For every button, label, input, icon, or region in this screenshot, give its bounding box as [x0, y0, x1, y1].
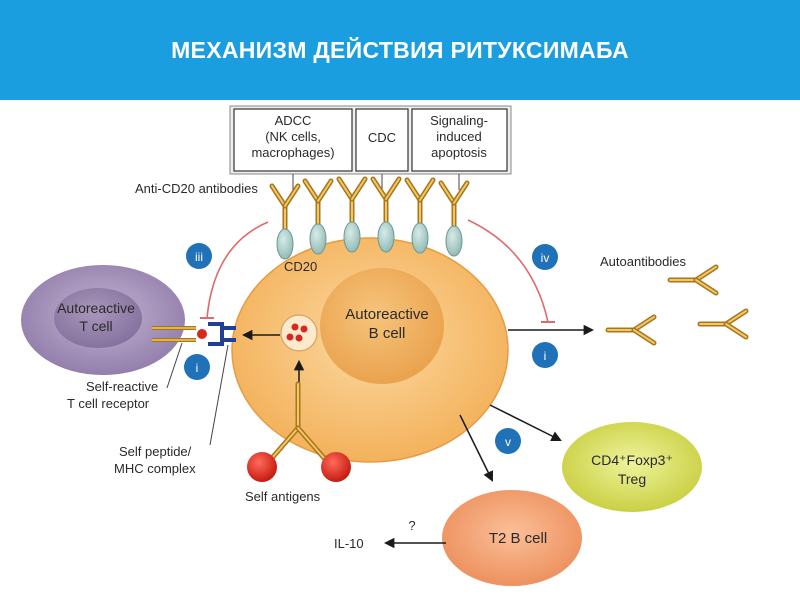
treg-arrow: [489, 404, 562, 441]
secreted-autoantibodies: [608, 267, 746, 343]
anti-cd20-antibodies: [272, 179, 467, 232]
inhibition-arc-iii: [206, 221, 269, 319]
cd20-molecules: [276, 221, 463, 260]
t-cell-label-line1: Autoreactive: [57, 300, 135, 316]
self-antigen-right: [321, 452, 351, 482]
antigen-particle: [295, 334, 303, 342]
apoptosis-box: [411, 108, 508, 172]
il10-question: ?: [408, 518, 415, 533]
marker-iii-label: iii: [195, 250, 203, 264]
t2-b-cell: [442, 490, 582, 586]
autoantibodies-label: Autoantibodies: [600, 254, 687, 269]
marker-v: [495, 428, 521, 454]
apoptosis-line3: apoptosis: [431, 145, 487, 160]
mhc-label-line2: MHC complex: [114, 461, 196, 476]
marker-i-right: [532, 342, 558, 368]
tcr-label-line1: Self-reactive: [86, 379, 158, 394]
marker-iv: [532, 244, 558, 270]
adcc-box: [233, 108, 353, 172]
mhc-label-line1: Self peptide/: [119, 444, 192, 459]
antigen-particle: [300, 325, 308, 333]
cd20-label: CD20: [284, 259, 317, 274]
adcc-line2: (NK cells,: [265, 129, 321, 144]
self-antigen-left: [247, 452, 277, 482]
tcr-mhc-complex: [152, 322, 236, 346]
marker-i-right-label: i: [544, 349, 547, 363]
adcc-line3: macrophages): [251, 145, 334, 160]
tcr-pointer: [166, 342, 183, 389]
self-antigens-label: Self antigens: [245, 489, 321, 504]
cdc-box: [355, 108, 409, 172]
t2-arrow: [459, 414, 494, 482]
marker-iv-label: iv: [541, 251, 550, 265]
mhc-pointer: [209, 344, 229, 446]
treg-cell: [562, 422, 702, 512]
il10-label: IL-10: [334, 536, 364, 551]
tcr-label-line2: T cell receptor: [67, 396, 150, 411]
adcc-line1: ADCC: [275, 113, 312, 128]
apoptosis-line1: Signaling-: [430, 113, 488, 128]
marker-i-left-label: i: [196, 361, 199, 375]
slide-title: МЕХАНИЗМ ДЕЙСТВИЯ РИТУКСИМАБА: [171, 37, 629, 63]
treg-label-line2: Treg: [618, 471, 646, 487]
marker-v-label: v: [505, 435, 511, 449]
self-antigen-bcr: [269, 381, 327, 461]
treg-label-line1: CD4⁺Foxp3⁺: [591, 452, 673, 468]
cdc-label: CDC: [368, 130, 396, 145]
antigen-particle: [291, 323, 299, 331]
t2-label: T2 B cell: [489, 530, 547, 547]
t-cell-label-line2: T cell: [79, 318, 112, 334]
anti-cd20-label: Anti-CD20 antibodies: [135, 181, 258, 196]
marker-iii: [186, 243, 212, 269]
t-cell-nucleus: [54, 288, 142, 348]
b-cell-nucleus: [320, 268, 444, 384]
b-cell-label-line1: Autoreactive: [345, 306, 428, 323]
antigen-vesicle: [280, 314, 318, 352]
inhibition-arc-iv: [467, 219, 549, 323]
antigen-particle: [286, 333, 294, 341]
b-cell-label-line2: B cell: [369, 325, 406, 342]
title-banner: МЕХАНИЗМ ДЕЙСТВИЯ РИТУКСИМАБА: [0, 0, 800, 100]
apoptosis-line2: induced: [436, 129, 482, 144]
marker-i-left: [184, 354, 210, 380]
